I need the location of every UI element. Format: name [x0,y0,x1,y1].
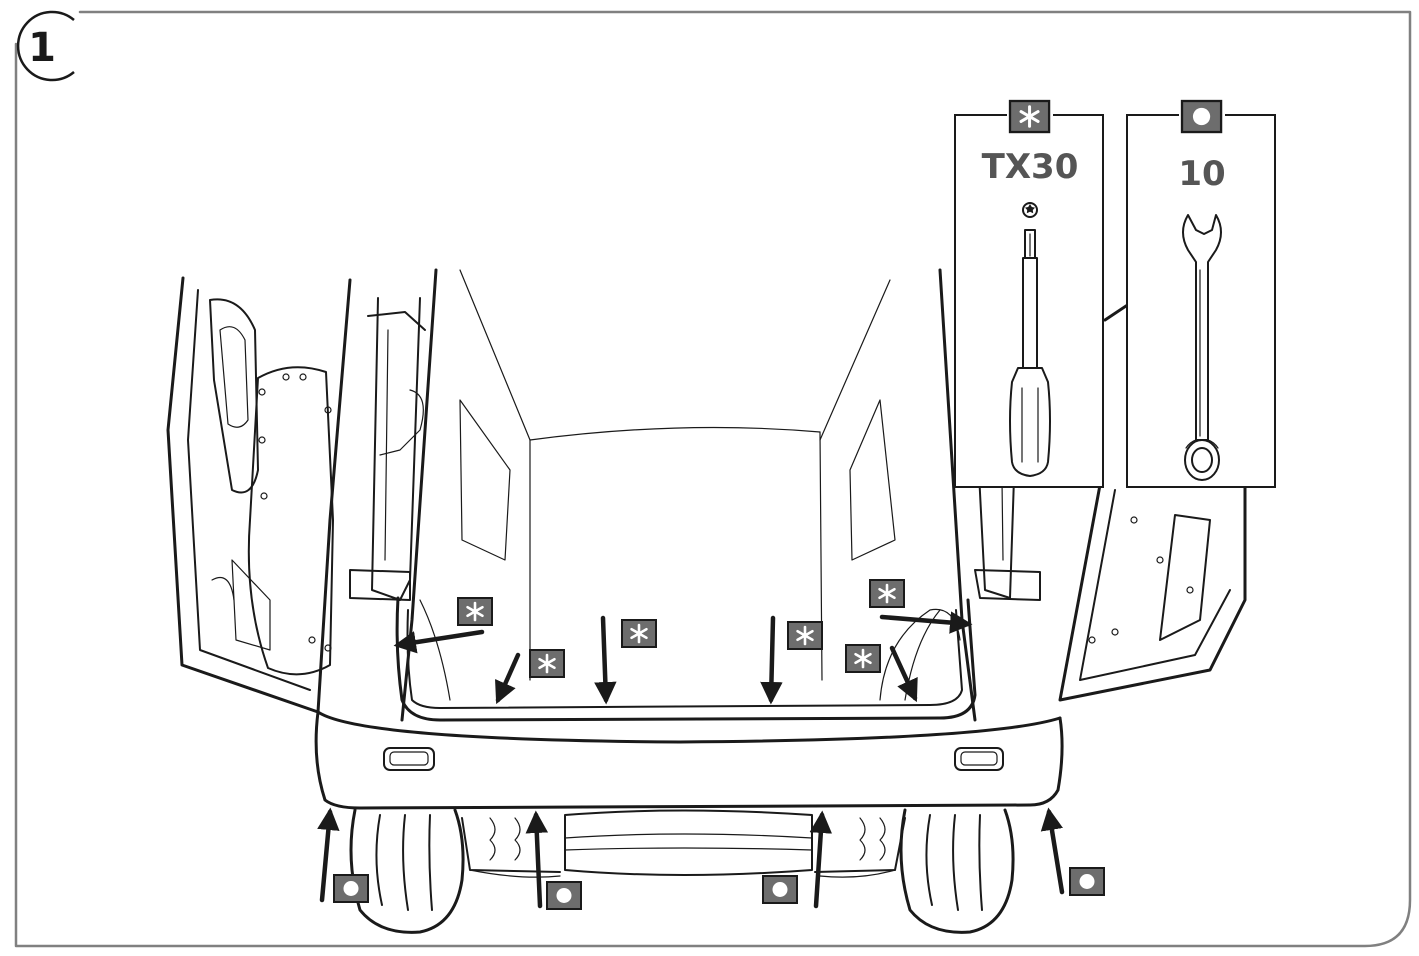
arrow-left-floor-screw [495,652,521,705]
asterisk-marker-icon [786,620,824,651]
page-frame [14,10,1412,948]
asterisk-marker-icon [620,618,658,649]
arrow-center-left-screw [594,615,617,705]
tool-label-wrench: 10 [1178,154,1225,194]
tool-panel-torx: TX30 [954,99,1104,488]
arrow-right-outer-nut [1040,807,1065,895]
torx-screwdriver-icon [1009,202,1051,477]
dot-marker-icon [546,881,582,910]
arrow-right-floor-screw [889,645,918,703]
left-rear-door [166,276,352,714]
arrow-left-inner-nut [525,810,549,909]
combination-wrench-icon [1182,214,1222,481]
step-number-badge: 1 [16,10,75,82]
wheels-and-underbody [349,808,1015,934]
dot-marker-icon [762,875,798,904]
tool-label-torx: TX30 [982,147,1079,187]
dot-marker-icon [1069,867,1105,896]
arrow-right-trim-screw [879,611,973,634]
arrow-right-inner-nut [809,810,833,909]
arrow-left-trim-screw [393,629,485,654]
step-number: 1 [28,25,56,71]
dot-marker-icon [333,874,369,903]
dot-marker-icon [1180,99,1223,134]
rear-bumper [314,596,1064,810]
asterisk-marker-icon [1008,99,1051,134]
asterisk-marker-icon [868,578,906,609]
cargo-interior [419,269,961,701]
left-door-frame [349,268,438,722]
asterisk-marker-icon [528,648,566,679]
fastener-callouts [317,578,1105,910]
tool-panel-wrench: 10 [1126,99,1276,488]
asterisk-marker-icon [456,596,494,627]
asterisk-marker-icon [844,643,882,674]
arrow-left-outer-nut [317,807,340,903]
arrow-center-right-screw [760,615,783,705]
